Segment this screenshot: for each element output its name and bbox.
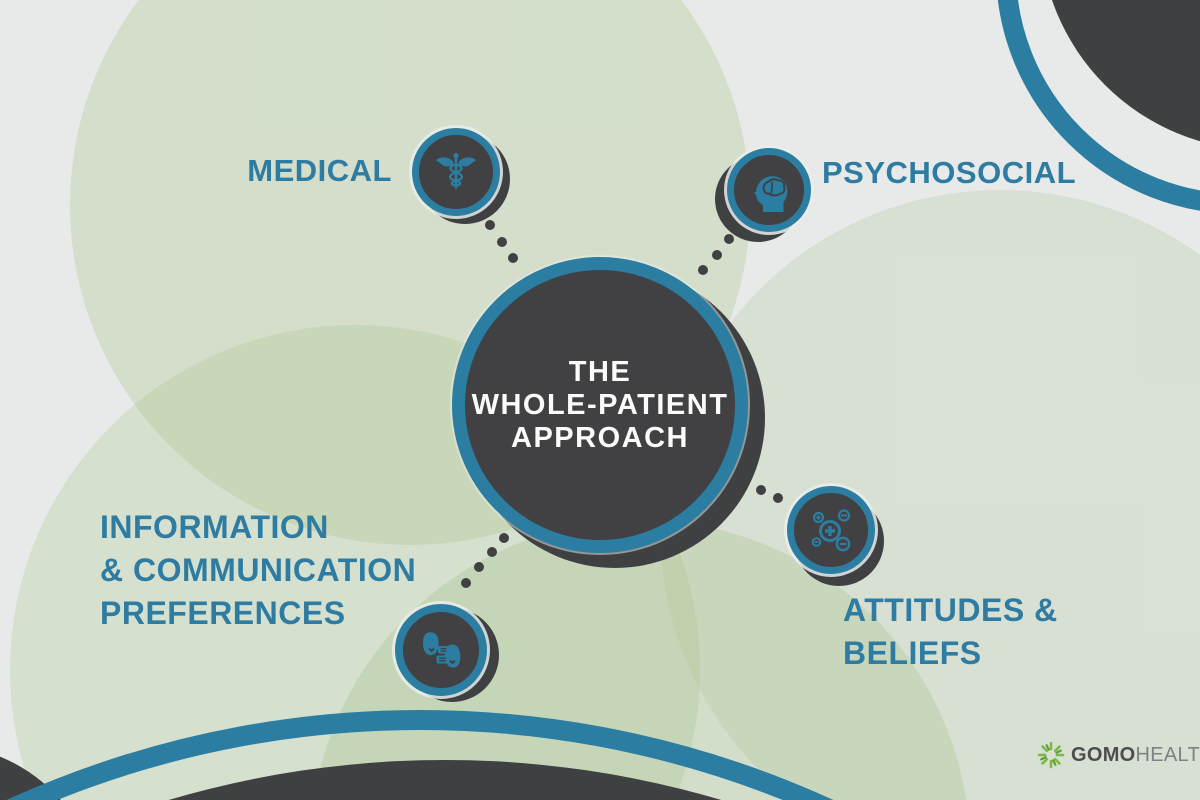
connector-dot — [497, 237, 507, 247]
connector-dot — [508, 253, 518, 263]
connector-dot — [773, 493, 783, 503]
caduceus-icon — [435, 153, 477, 192]
connector-dot — [461, 578, 471, 588]
central-title-line: THE — [568, 355, 632, 388]
attitudes-circle — [787, 486, 875, 574]
attitudes-label-line: ATTITUDES & — [843, 592, 1058, 628]
logo-text: GOMOHEALTH — [1071, 744, 1200, 767]
head-brain-icon — [754, 176, 788, 212]
starburst-icon — [1037, 741, 1065, 769]
information-circle — [395, 604, 487, 696]
attitudes-label: ATTITUDES & BELIEFS — [843, 589, 1058, 675]
logo-brand-bold: GOMO — [1071, 743, 1136, 766]
information-label-line: INFORMATION — [100, 509, 329, 545]
medical-label: MEDICAL — [247, 153, 392, 188]
connector-dot — [698, 265, 708, 275]
information-label-line: PREFERENCES — [100, 595, 346, 631]
connector-dot — [487, 547, 497, 557]
gomo-health-logo: GOMOHEALTH — [1036, 740, 1200, 770]
connector-dot — [724, 234, 734, 244]
central-circle: THE WHOLE-PATIENT APPROACH — [452, 257, 748, 553]
psychosocial-circle — [727, 148, 811, 232]
connector-dot — [485, 220, 495, 230]
logo-brand-light: HEALTH — [1135, 743, 1200, 766]
information-label: INFORMATION & COMMUNICATION PREFERENCES — [100, 506, 416, 635]
attitudes-label-line: BELIEFS — [843, 635, 982, 671]
conversation-icon — [423, 632, 461, 668]
central-title: THE WHOLE-PATIENT APPROACH — [472, 356, 729, 455]
information-label-line: & COMMUNICATION — [100, 552, 417, 588]
central-title-line: APPROACH — [511, 421, 689, 454]
plus-minus-icon — [811, 509, 851, 552]
psychosocial-label: PSYCHOSOCIAL — [822, 155, 1077, 190]
medical-circle — [412, 128, 500, 216]
connector-dot — [712, 250, 722, 260]
central-title-line: WHOLE-PATIENT — [471, 388, 729, 421]
connector-dot — [499, 533, 509, 543]
connector-dot — [474, 562, 484, 572]
connector-dot — [756, 485, 766, 495]
